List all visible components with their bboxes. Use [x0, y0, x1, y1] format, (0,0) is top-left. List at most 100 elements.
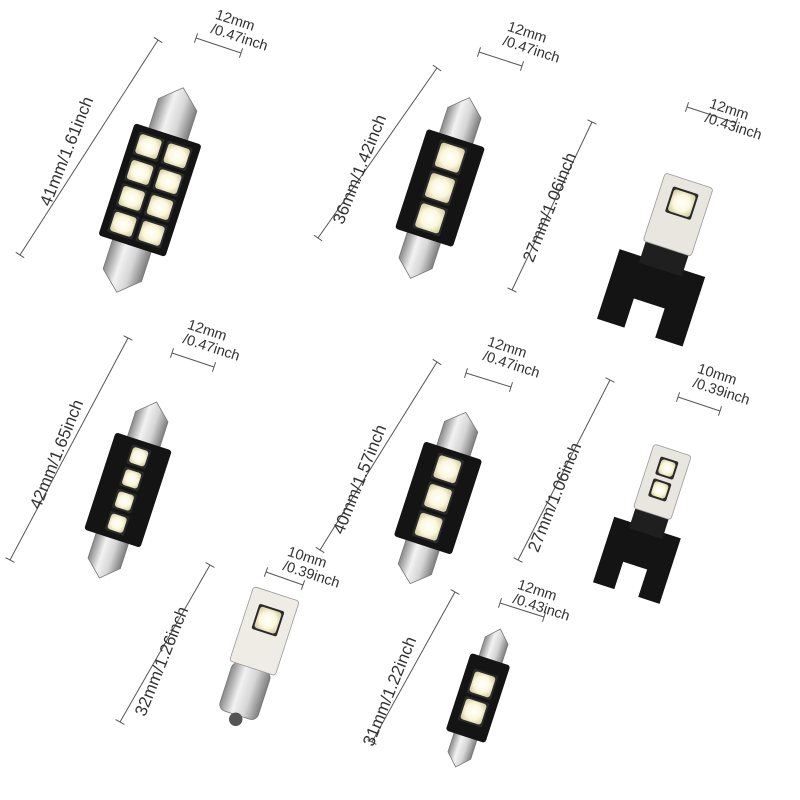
- bulb-6-length-dimension-line: [517, 379, 611, 561]
- bulb-8-width-dimension-tick-1: [498, 598, 502, 608]
- bulb-1-chip-7: [110, 211, 137, 237]
- bulb-2-chip-2: [425, 173, 455, 203]
- bulb-3-width-dimension: [684, 102, 739, 128]
- bulb-3-length-dimension-line: [511, 121, 593, 291]
- bulb-5-width-dimension-tick-1: [464, 368, 468, 378]
- bulb-6-length-dimension-tick-2: [605, 377, 615, 383]
- bulb-4-length-dimension: [5, 335, 133, 563]
- bulb-5-width-dimension-tick-2: [509, 382, 513, 392]
- bulb-3-length-dimension-tick-1: [507, 287, 517, 293]
- bulb-7-length-dimension-tick-1: [115, 719, 125, 725]
- bulb-3-length-dimension-tick-2: [587, 119, 597, 125]
- bulb-4-chip-1: [129, 447, 149, 467]
- bulb-4-chip-4: [107, 513, 127, 533]
- bulb-1-length-dimension-line: [19, 39, 159, 256]
- bulb-8-width-dimension: [498, 598, 546, 622]
- bulb-1-length-dimension-tick-1: [15, 251, 25, 259]
- bulb-5-width-dimension: [464, 368, 513, 392]
- bulb-5-length-dimension: [315, 358, 442, 554]
- bulb-1-width-dimension-tick-1: [193, 33, 199, 43]
- bulb-5-chip-1: [433, 455, 462, 484]
- bulb-4-width-dimension-tick-2: [211, 362, 217, 372]
- bulb-6-wedge-base: [592, 516, 681, 604]
- bulb-1-chip-5: [118, 186, 145, 211]
- bulb-7: [219, 586, 299, 727]
- bulb-4-length-dimension-tick-2: [123, 335, 133, 341]
- bulb-1-width-dimension: [193, 33, 244, 58]
- bulb-1-chip-4: [155, 169, 182, 194]
- bulb-7-length-dimension-line: [119, 564, 211, 723]
- bulb-3-width-dimension-tick-1: [684, 102, 690, 112]
- bulb-2-chip-1: [434, 142, 465, 173]
- bulb-6-width-dimension-line: [677, 396, 721, 412]
- bulb-2-width-dimension-line: [478, 51, 523, 67]
- bulb-1-chip-3: [126, 160, 154, 185]
- bulb-8-length-dimension-line: [371, 591, 456, 743]
- bulb-4-length-dimension-tick-1: [5, 557, 15, 563]
- bulb-8-length-dimension: [367, 589, 460, 745]
- bulb-5-length-dimension-tick-2: [432, 358, 442, 366]
- bulb-1-chip-8: [138, 221, 165, 246]
- bulb-3: [596, 173, 713, 347]
- bulb-7-length-dimension-tick-2: [205, 562, 215, 568]
- bulb-6-chip-1: [658, 459, 676, 477]
- bulb-5-length-dimension-line: [319, 361, 438, 551]
- bulb-2-length-dimension: [313, 64, 442, 242]
- bulb-7-width-dimension: [263, 567, 306, 590]
- bulb-8-chip-1: [469, 671, 496, 698]
- bulb-8-pcb: [446, 653, 510, 743]
- bulb-6-length-dimension: [513, 377, 615, 563]
- bulb-1-chip-1: [135, 134, 162, 159]
- bulb-7-chip-1: [254, 606, 282, 634]
- bulb-8-length-dimension-tick-2: [450, 589, 460, 595]
- bulb-5-chip-3: [414, 512, 443, 541]
- bulb-5-length-dimension-tick-1: [315, 546, 325, 554]
- bulb-1: [99, 87, 201, 293]
- bulb-7-width-dimension-tick-2: [300, 580, 306, 590]
- bulb-4-chip-2: [122, 469, 142, 489]
- bulb-3-chip-1: [668, 189, 696, 217]
- bulb-2-length-dimension-tick-1: [313, 234, 323, 242]
- bulb-3-neck: [638, 239, 690, 277]
- bulb-8: [446, 628, 510, 768]
- bulb-3-length-dimension: [507, 119, 597, 293]
- bulb-6-width-dimension-tick-2: [717, 406, 723, 416]
- bulb-1-width-dimension-line: [195, 37, 242, 54]
- bulb-4-length-dimension-line: [9, 337, 129, 561]
- bulb-2-length-dimension-line: [317, 67, 438, 239]
- bulb-5: [394, 411, 482, 585]
- bulb-6-length-dimension-tick-1: [513, 557, 523, 563]
- bulb-7-length-dimension: [115, 562, 215, 725]
- bulb-1-length-dimension-tick-2: [153, 36, 163, 44]
- bulb-2-chip-3: [415, 203, 446, 234]
- bulb-4-width-dimension: [169, 348, 217, 372]
- bulb-2: [395, 97, 485, 279]
- bulb-7-width-dimension-line: [265, 571, 304, 586]
- bulb-1-width-dimension-tick-2: [238, 48, 244, 58]
- bulb-6: [592, 444, 692, 604]
- bulb-7-width-dimension-tick-1: [263, 567, 269, 577]
- bulb-8-width-dimension-tick-2: [542, 612, 546, 622]
- bulb-1-chip-2: [163, 143, 190, 169]
- bulb-3-width-dimension-tick-2: [733, 118, 739, 128]
- bulb-7-contact: [229, 712, 243, 727]
- bulb-5-chip-2: [424, 484, 452, 512]
- bulb-4-chip-3: [114, 491, 134, 511]
- bulb-2-length-dimension-tick-2: [432, 64, 442, 72]
- bulb-6-width-dimension-tick-1: [675, 392, 681, 402]
- bulb-2-width-dimension: [476, 47, 525, 71]
- bulb-8-width-dimension-line: [499, 602, 545, 618]
- bulb-4: [84, 401, 172, 579]
- bulb-5-width-dimension-line: [465, 372, 512, 388]
- bulb-2-width-dimension-tick-1: [476, 47, 482, 57]
- bulb-6-chip-2: [651, 481, 669, 499]
- bulb-6-width-dimension: [675, 392, 723, 416]
- bulb-4-width-dimension-line: [171, 352, 215, 368]
- bulb-2-width-dimension-tick-2: [519, 61, 525, 71]
- bulb-8-length-dimension-tick-1: [367, 739, 377, 745]
- bulb-8-chip-2: [460, 698, 487, 725]
- bulb-1-length-dimension: [15, 36, 163, 259]
- bulb-4-pcb: [84, 433, 172, 547]
